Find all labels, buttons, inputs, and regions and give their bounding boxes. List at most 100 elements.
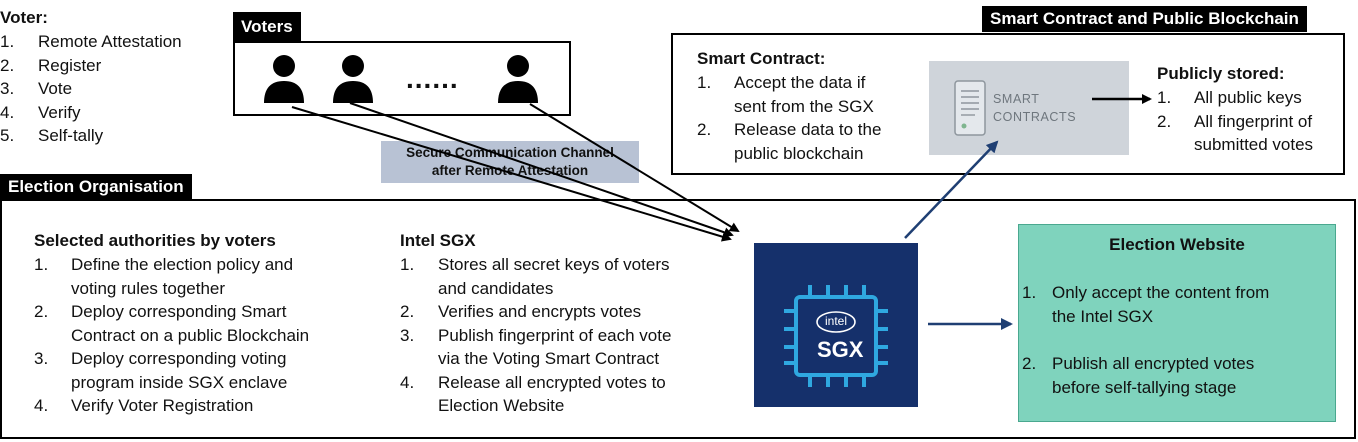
list-number: 3. bbox=[34, 349, 49, 368]
list-number: 2. bbox=[1157, 111, 1172, 131]
list-item-text: Release data to the bbox=[734, 120, 882, 139]
list-number: 1. bbox=[1157, 88, 1172, 107]
list-number: 1. bbox=[34, 255, 49, 274]
list-item: 2.Register bbox=[0, 54, 182, 78]
list-item-text: Stores all secret keys of voters bbox=[438, 255, 670, 274]
channel-arrow-voter1 bbox=[291, 106, 732, 242]
publicly-stored: Publicly stored: 1. All public keys 2. All … bbox=[1157, 62, 1313, 157]
list-item-text: Verifies and encrypts votes bbox=[438, 302, 642, 321]
list-item-text: Accept the data if bbox=[734, 73, 866, 92]
list-item: 4. Verify bbox=[0, 101, 182, 125]
list-item-text: public blockchain bbox=[734, 143, 864, 163]
voters-box bbox=[233, 41, 571, 116]
list-number: 3. bbox=[0, 79, 15, 98]
list-item: 1. Stores all secret keys of voters and ca… bbox=[400, 253, 671, 300]
list-item-text: and candidates bbox=[438, 278, 554, 298]
list-number: 1. bbox=[1022, 283, 1037, 302]
intel-sgx-title: Intel SGX bbox=[400, 231, 476, 250]
list-item: 1. Remote Attestation bbox=[0, 30, 182, 54]
list-item: 3. Vote bbox=[0, 77, 182, 101]
list-item-text: Remote Attestation bbox=[38, 32, 182, 51]
list-item-text: the Intel SGX bbox=[1052, 306, 1154, 326]
list-number: 2. bbox=[34, 302, 49, 321]
list-item-text: Define the election policy and bbox=[71, 255, 294, 274]
smart-contracts-image-line2: CONTRACTS bbox=[993, 110, 1077, 124]
smart-contracts-image-line1: SMART bbox=[993, 92, 1040, 106]
list-item: 3. Publish fingerprint of each vote via th… bbox=[400, 324, 671, 371]
list-item: 4. Verify Voter Registration bbox=[34, 394, 309, 418]
sgx-chip-image: intel SGX bbox=[754, 243, 918, 407]
smart-contracts-image: SMART CONTRACTS bbox=[929, 61, 1129, 155]
smart-contract-rules: Smart Contract: 1. Accept the data if sent… bbox=[697, 47, 881, 165]
list-item-text: All public keys bbox=[1194, 88, 1302, 107]
secure-channel-label: Secure Communication Channel after Remot… bbox=[381, 141, 639, 183]
person-icon bbox=[331, 53, 375, 103]
document-icon bbox=[954, 80, 986, 136]
list-number: 5. bbox=[0, 126, 15, 145]
voter-panel-title: Voter: bbox=[0, 8, 48, 27]
list-number: 2. bbox=[400, 302, 415, 321]
list-item-text: Deploy corresponding voting bbox=[71, 349, 287, 368]
list-item-text: submitted votes bbox=[1194, 135, 1314, 154]
channel-arrow-voter2 bbox=[349, 102, 734, 238]
list-number: 1. bbox=[400, 255, 415, 274]
smart-contract-list: 1. Accept the data if sent from the SGX 2. R… bbox=[697, 71, 881, 165]
chip-icon bbox=[784, 285, 888, 387]
list-item-text: All fingerprint of bbox=[1194, 111, 1313, 131]
list-item-text: program inside SGX enclave bbox=[71, 372, 288, 392]
election-website-box: Election Website 1. Only accept the conte… bbox=[1018, 224, 1336, 422]
publicly-stored-title: Publicly stored: bbox=[1157, 64, 1285, 83]
list-item-text: Contract on a public Blockchain bbox=[71, 325, 310, 345]
secure-channel-line2: after Remote Attestation bbox=[431, 163, 589, 178]
list-number: 1. bbox=[0, 32, 15, 51]
list-item-text: Self-tally bbox=[38, 126, 104, 145]
list-number: 4. bbox=[0, 102, 15, 122]
list-number: 1. bbox=[697, 73, 712, 92]
intel-sgx-panel: Intel SGX 1. Stores all secret keys of vo… bbox=[400, 229, 671, 418]
list-item: 5. Self-tally bbox=[0, 124, 182, 148]
list-number: 4. bbox=[400, 372, 415, 392]
list-item-text: Publish all encrypted votes bbox=[1052, 354, 1255, 373]
list-item-text: sent from the SGX bbox=[734, 96, 874, 116]
person-icon bbox=[262, 53, 306, 103]
list-item: 1. Only accept the content from the Intel … bbox=[1022, 281, 1269, 328]
sgx-to-contract-arrow bbox=[904, 140, 999, 239]
voters-ellipsis: ...... bbox=[406, 63, 459, 94]
election-organisation-header: Election Organisation bbox=[0, 174, 192, 200]
election-website-list: 1. Only accept the content from the Intel … bbox=[1022, 281, 1269, 399]
channel-arrow-voter3 bbox=[529, 103, 740, 233]
list-item: 2. Release data to the public blockchain bbox=[697, 118, 881, 165]
authorities-title: Selected authorities by voters bbox=[34, 231, 276, 250]
list-number: 2. bbox=[1022, 354, 1037, 373]
election-website-title: Election Website bbox=[1109, 235, 1245, 254]
list-item-text: Only accept the content from bbox=[1052, 283, 1270, 302]
list-number: 2. bbox=[697, 120, 712, 139]
intel-sgx-list: 1. Stores all secret keys of voters and ca… bbox=[400, 253, 671, 418]
list-item: 2. All fingerprint of submitted votes bbox=[1157, 110, 1313, 157]
list-item-text: Deploy corresponding Smart bbox=[71, 302, 287, 321]
list-item: 3. Deploy corresponding voting program ins… bbox=[34, 347, 309, 394]
list-item: 1. All public keys bbox=[1157, 86, 1313, 110]
list-item-text: Verify bbox=[38, 102, 81, 122]
list-item-text: via the Voting Smart Contract bbox=[438, 349, 660, 368]
smart-contract-title: Smart Contract: bbox=[697, 49, 826, 68]
chip-brand-label: intel bbox=[825, 314, 848, 328]
list-item-text: Verify Voter Registration bbox=[71, 396, 254, 415]
list-number: 2. bbox=[0, 55, 15, 75]
list-item: 2. Verifies and encrypts votes bbox=[400, 300, 671, 324]
chip-sgx-label: SGX bbox=[817, 337, 864, 362]
list-item-text: Vote bbox=[38, 79, 73, 98]
list-item-text: Election Website bbox=[438, 396, 565, 415]
list-item: 1. Accept the data if sent from the SGX bbox=[697, 71, 881, 118]
publicly-stored-list: 1. All public keys 2. All fingerprint of sub… bbox=[1157, 86, 1313, 157]
list-number: 3. bbox=[400, 325, 415, 345]
list-number: 4. bbox=[34, 396, 49, 415]
list-item-text: Publish fingerprint of each vote bbox=[438, 325, 672, 345]
